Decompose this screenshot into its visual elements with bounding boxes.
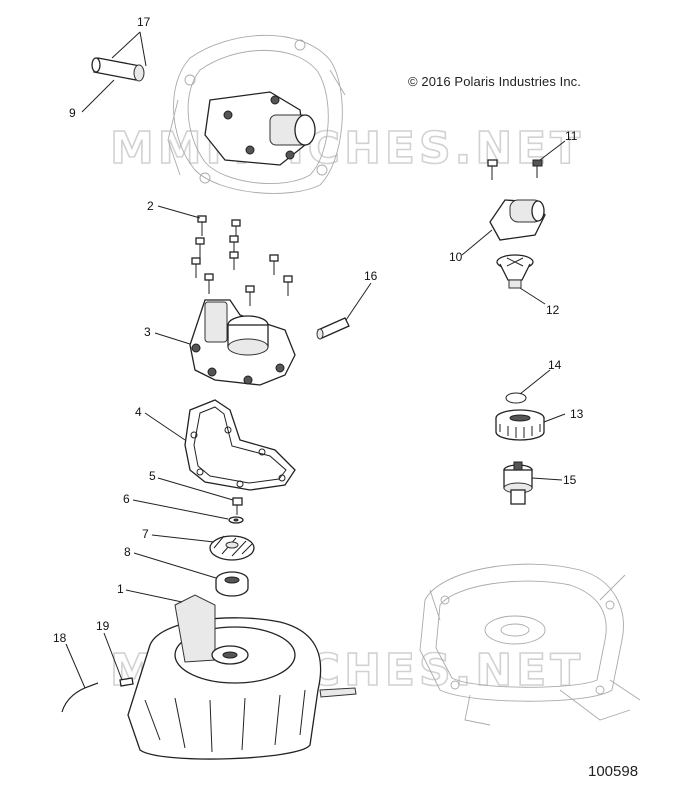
copyright-text: © 2016 Polaris Industries Inc.	[408, 74, 581, 89]
callout-10: 10	[449, 250, 463, 264]
engine-crankcase-bottom	[419, 563, 641, 726]
callout-18: 18	[53, 631, 67, 645]
callout-19: 19	[96, 619, 110, 633]
part-8-seal	[215, 571, 249, 597]
watermark-top: MMMFICHES.NET	[110, 123, 584, 174]
part-15-shaft	[503, 461, 533, 505]
part-16-pin	[316, 317, 350, 340]
part-19-fitting	[119, 677, 134, 687]
part-11-bolts	[487, 159, 543, 180]
callout-8: 8	[124, 545, 131, 559]
callout-13: 13	[570, 407, 584, 421]
part-7-impeller	[209, 535, 255, 561]
part-10-thermostat-housing	[489, 199, 546, 241]
callout-5: 5	[149, 469, 156, 483]
callout-16: 16	[364, 269, 378, 283]
part-18-hose	[61, 682, 99, 713]
part-13-bearing	[495, 409, 545, 441]
callout-2: 2	[147, 199, 154, 213]
part-9-tube	[91, 57, 145, 82]
callout-1: 1	[117, 582, 124, 596]
engine-crankcase-top	[167, 34, 346, 194]
callout-17: 17	[137, 15, 151, 29]
part-6-washer	[228, 516, 244, 524]
callout-9: 9	[69, 106, 76, 120]
callout-11: 11	[565, 129, 578, 143]
callout-4: 4	[135, 405, 142, 419]
callout-7: 7	[142, 527, 149, 541]
callout-15: 15	[563, 473, 577, 487]
part-4-gasket	[184, 399, 296, 491]
part-1-housing	[127, 594, 357, 760]
callout-6: 6	[123, 492, 130, 506]
callout-3: 3	[144, 325, 151, 339]
part-14-oring	[505, 392, 527, 404]
part-2-bolts	[191, 215, 293, 306]
part-12-thermostat	[496, 254, 534, 289]
leader-lines	[65, 31, 566, 689]
callout-12: 12	[546, 303, 560, 317]
figure-number: 100598	[588, 763, 639, 780]
part-3-pump-cover	[189, 299, 296, 386]
callout-14: 14	[548, 358, 562, 372]
part-5-bolt	[232, 497, 243, 515]
